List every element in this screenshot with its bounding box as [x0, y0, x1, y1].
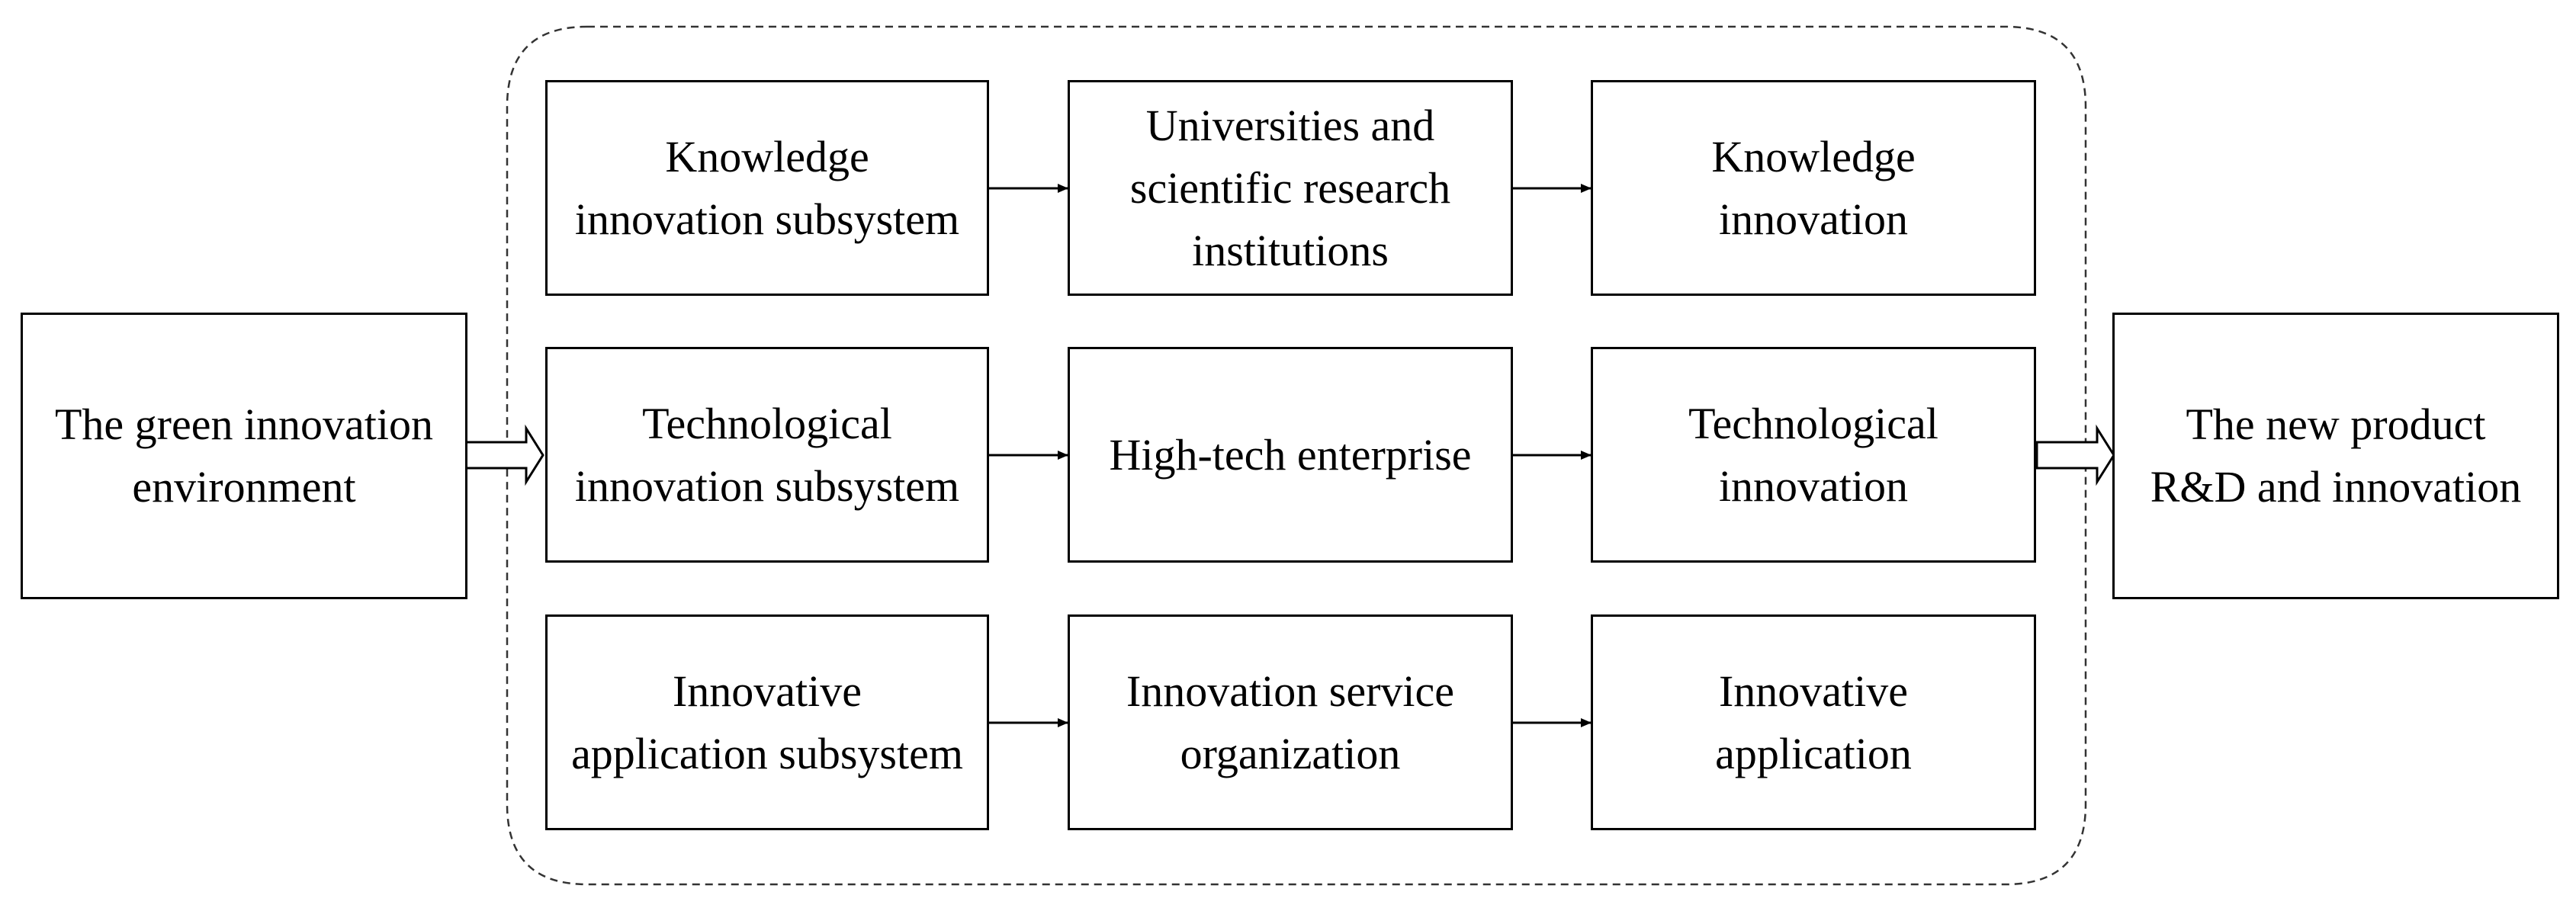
system-boundary [506, 25, 2087, 886]
innovative-application-subsystem-box: Innovative application subsystem [545, 614, 989, 830]
technological-innovation-subsystem-box: Technological innovation subsystem [545, 347, 989, 563]
knowledge-innovation-subsystem-box: Knowledge innovation subsystem [545, 80, 989, 296]
new-product-rd-box: The new product R&D and innovation [2112, 313, 2559, 599]
new-product-rd-label: The new product R&D and innovation [2150, 399, 2522, 512]
innovative-application-box: Innovative application [1591, 614, 2036, 830]
technological-innovation-subsystem-label: Technological innovation subsystem [574, 398, 960, 511]
high-tech-enterprise-box: High-tech enterprise [1068, 347, 1513, 563]
high-tech-enterprise-label: High-tech enterprise [1109, 429, 1472, 480]
knowledge-innovation-box: Knowledge innovation [1591, 80, 2036, 296]
innovative-application-label: Innovative application [1715, 666, 1912, 778]
innovation-service-organization-label: Innovation service organization [1126, 666, 1454, 778]
innovative-application-subsystem-label: Innovative application subsystem [571, 666, 963, 778]
technological-innovation-label: Technological innovation [1688, 398, 1938, 511]
universities-research-institutions-box: Universities and scientific research ins… [1068, 80, 1513, 296]
input-hollow-arrow [464, 424, 544, 486]
green-innovation-environment-label: The green innovation environment [54, 399, 434, 512]
output-hollow-arrow [2035, 424, 2115, 486]
knowledge-innovation-subsystem-label: Knowledge innovation subsystem [574, 131, 960, 244]
innovation-service-organization-box: Innovation service organization [1068, 614, 1513, 830]
universities-research-institutions-label: Universities and scientific research ins… [1129, 100, 1451, 275]
green-innovation-environment-box: The green innovation environment [21, 313, 467, 599]
knowledge-innovation-label: Knowledge innovation [1711, 131, 1916, 244]
technological-innovation-box: Technological innovation [1591, 347, 2036, 563]
